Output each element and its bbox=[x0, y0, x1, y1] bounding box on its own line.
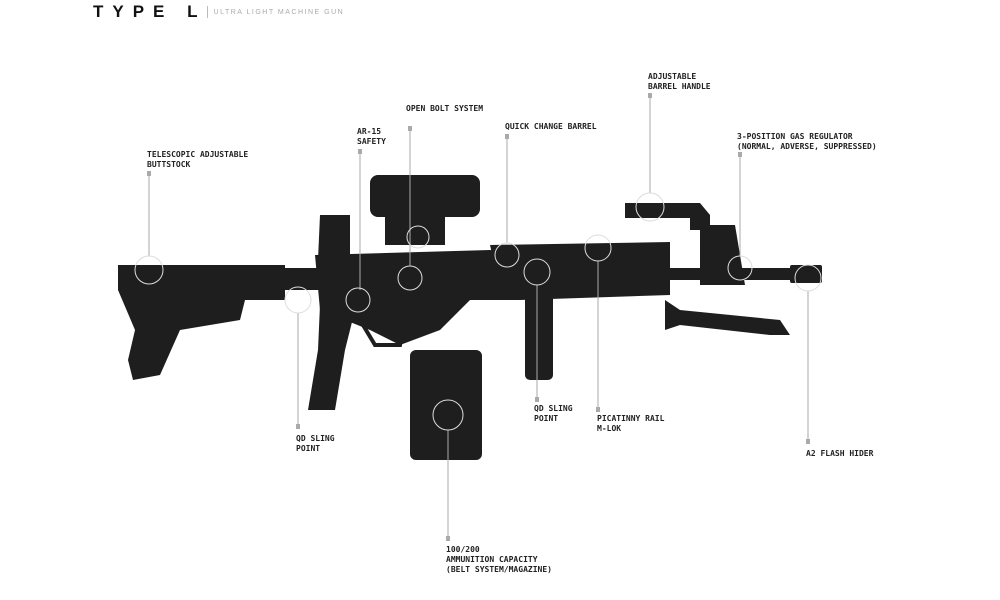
callout-qd-sling-front: QD SLING POINT bbox=[534, 404, 573, 423]
callout-gas-regulator: 3-POSITION GAS REGULATOR (NORMAL, ADVERS… bbox=[737, 132, 877, 151]
front-sight bbox=[700, 225, 745, 285]
callout-barrel-handle: ADJUSTABLE BARREL HANDLE bbox=[648, 72, 711, 91]
buttstock bbox=[118, 265, 285, 380]
callout-picatinny-rail: PICATINNY RAIL M-LOK bbox=[597, 414, 665, 433]
callout-quick-change-barrel: QUICK CHANGE BARREL bbox=[505, 122, 597, 131]
vertical-grip bbox=[525, 285, 553, 380]
rear-sight bbox=[318, 215, 350, 260]
brand-subtitle: ULTRA LIGHT MACHINE GUN bbox=[213, 8, 345, 16]
callout-safety: AR-15 SAFETY bbox=[357, 127, 386, 146]
brand-title: TYPE L bbox=[93, 2, 207, 21]
callout-qd-sling-rear: QD SLING POINT bbox=[296, 434, 335, 453]
callout-flash-hider: A2 FLASH HIDER bbox=[806, 449, 874, 458]
callout-lines bbox=[134, 96, 822, 537]
trigger-guard bbox=[356, 318, 408, 347]
optic bbox=[370, 175, 480, 217]
optic-mount bbox=[385, 215, 445, 245]
buffer-tube bbox=[280, 268, 320, 290]
bipod bbox=[665, 300, 790, 335]
callout-open-bolt: OPEN BOLT SYSTEM bbox=[406, 104, 484, 113]
header: TYPE L ULTRA LIGHT MACHINE GUN bbox=[93, 2, 344, 22]
callout-ammo-capacity: 100/200 AMMUNITION CAPACITY (BELT SYSTEM… bbox=[446, 545, 552, 574]
gun-silhouette bbox=[118, 175, 822, 460]
divider bbox=[206, 6, 208, 18]
callout-buttstock: TELESCOPIC ADJUSTABLE BUTTSTOCK bbox=[147, 150, 249, 169]
callout-markers bbox=[147, 93, 810, 541]
grip bbox=[308, 305, 355, 410]
handguard bbox=[490, 242, 670, 300]
ammo-box bbox=[410, 350, 482, 460]
carry-handle bbox=[625, 203, 710, 230]
